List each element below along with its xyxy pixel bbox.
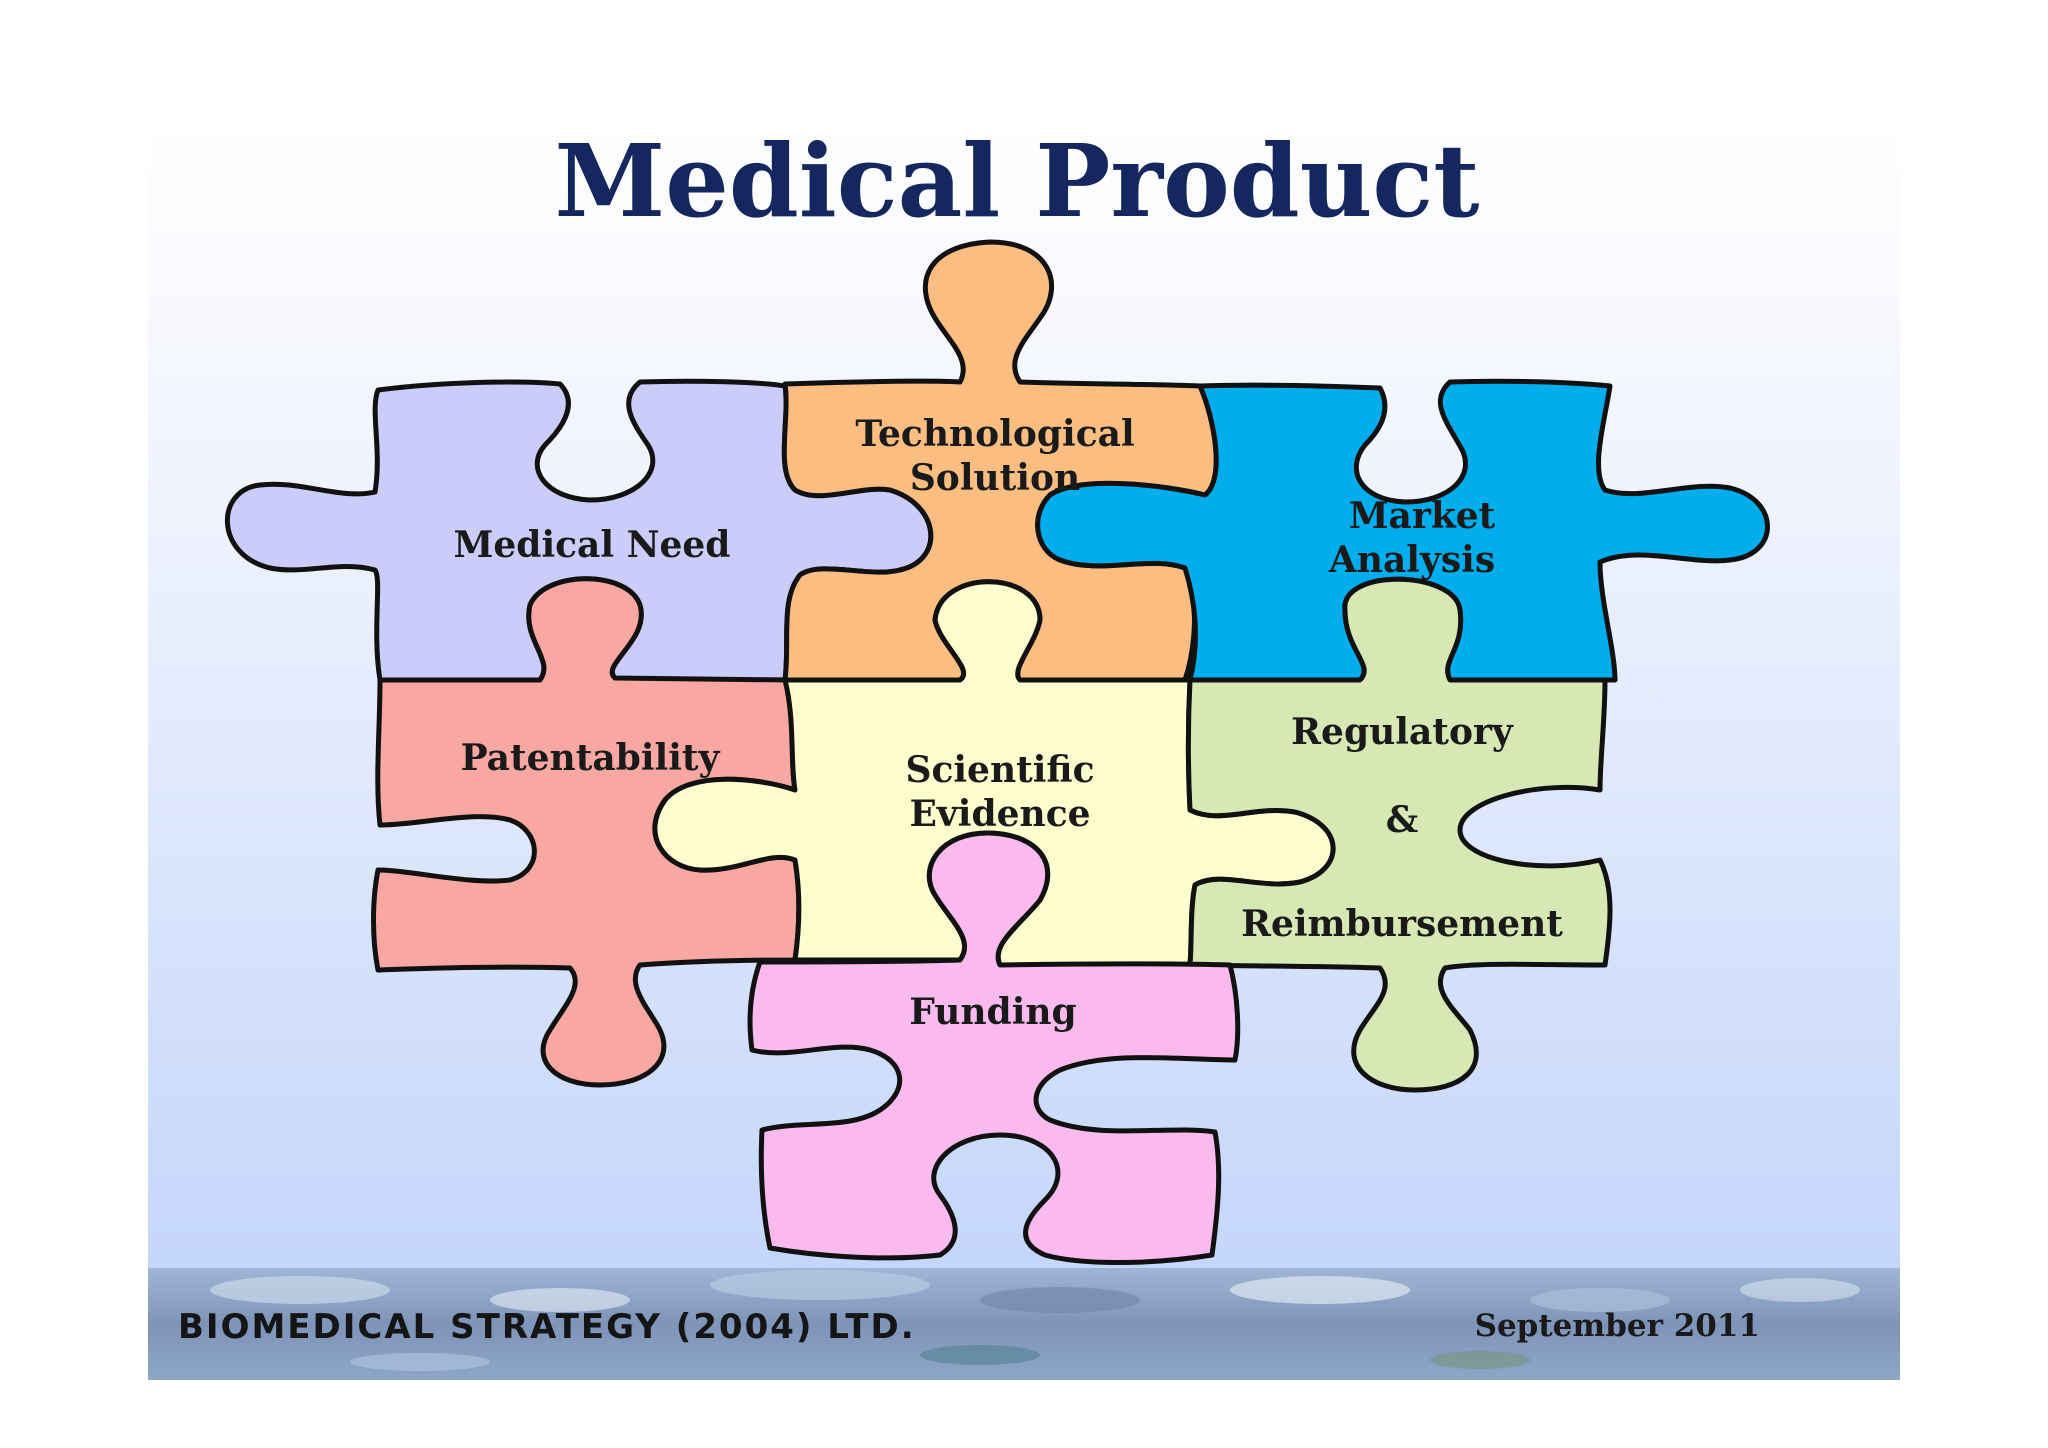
label-scientific-evidence-line1: Scientific	[905, 749, 1094, 791]
label-patentability: Patentability	[461, 737, 721, 779]
footer-company-name: BIOMEDICAL STRATEGY (2004) LTD.	[178, 1307, 916, 1347]
label-medical-need: Medical Need	[454, 524, 731, 566]
label-ampersand: &	[1386, 799, 1419, 841]
label-funding: Funding	[909, 991, 1076, 1033]
label-regulatory: Regulatory	[1291, 711, 1514, 753]
label-market-analysis-line1: Market	[1349, 495, 1496, 537]
label-scientific-evidence-line2: Evidence	[909, 793, 1090, 835]
label-reimbursement: Reimbursement	[1241, 903, 1563, 945]
slide-title: Medical Product	[555, 122, 1480, 240]
label-technological-solution-line1: Technological	[855, 413, 1134, 455]
label-technological-solution-line2: Solution	[910, 457, 1080, 499]
footer-date: September 2011	[1475, 1308, 1760, 1344]
label-market-analysis-line2: Analysis	[1328, 539, 1495, 581]
